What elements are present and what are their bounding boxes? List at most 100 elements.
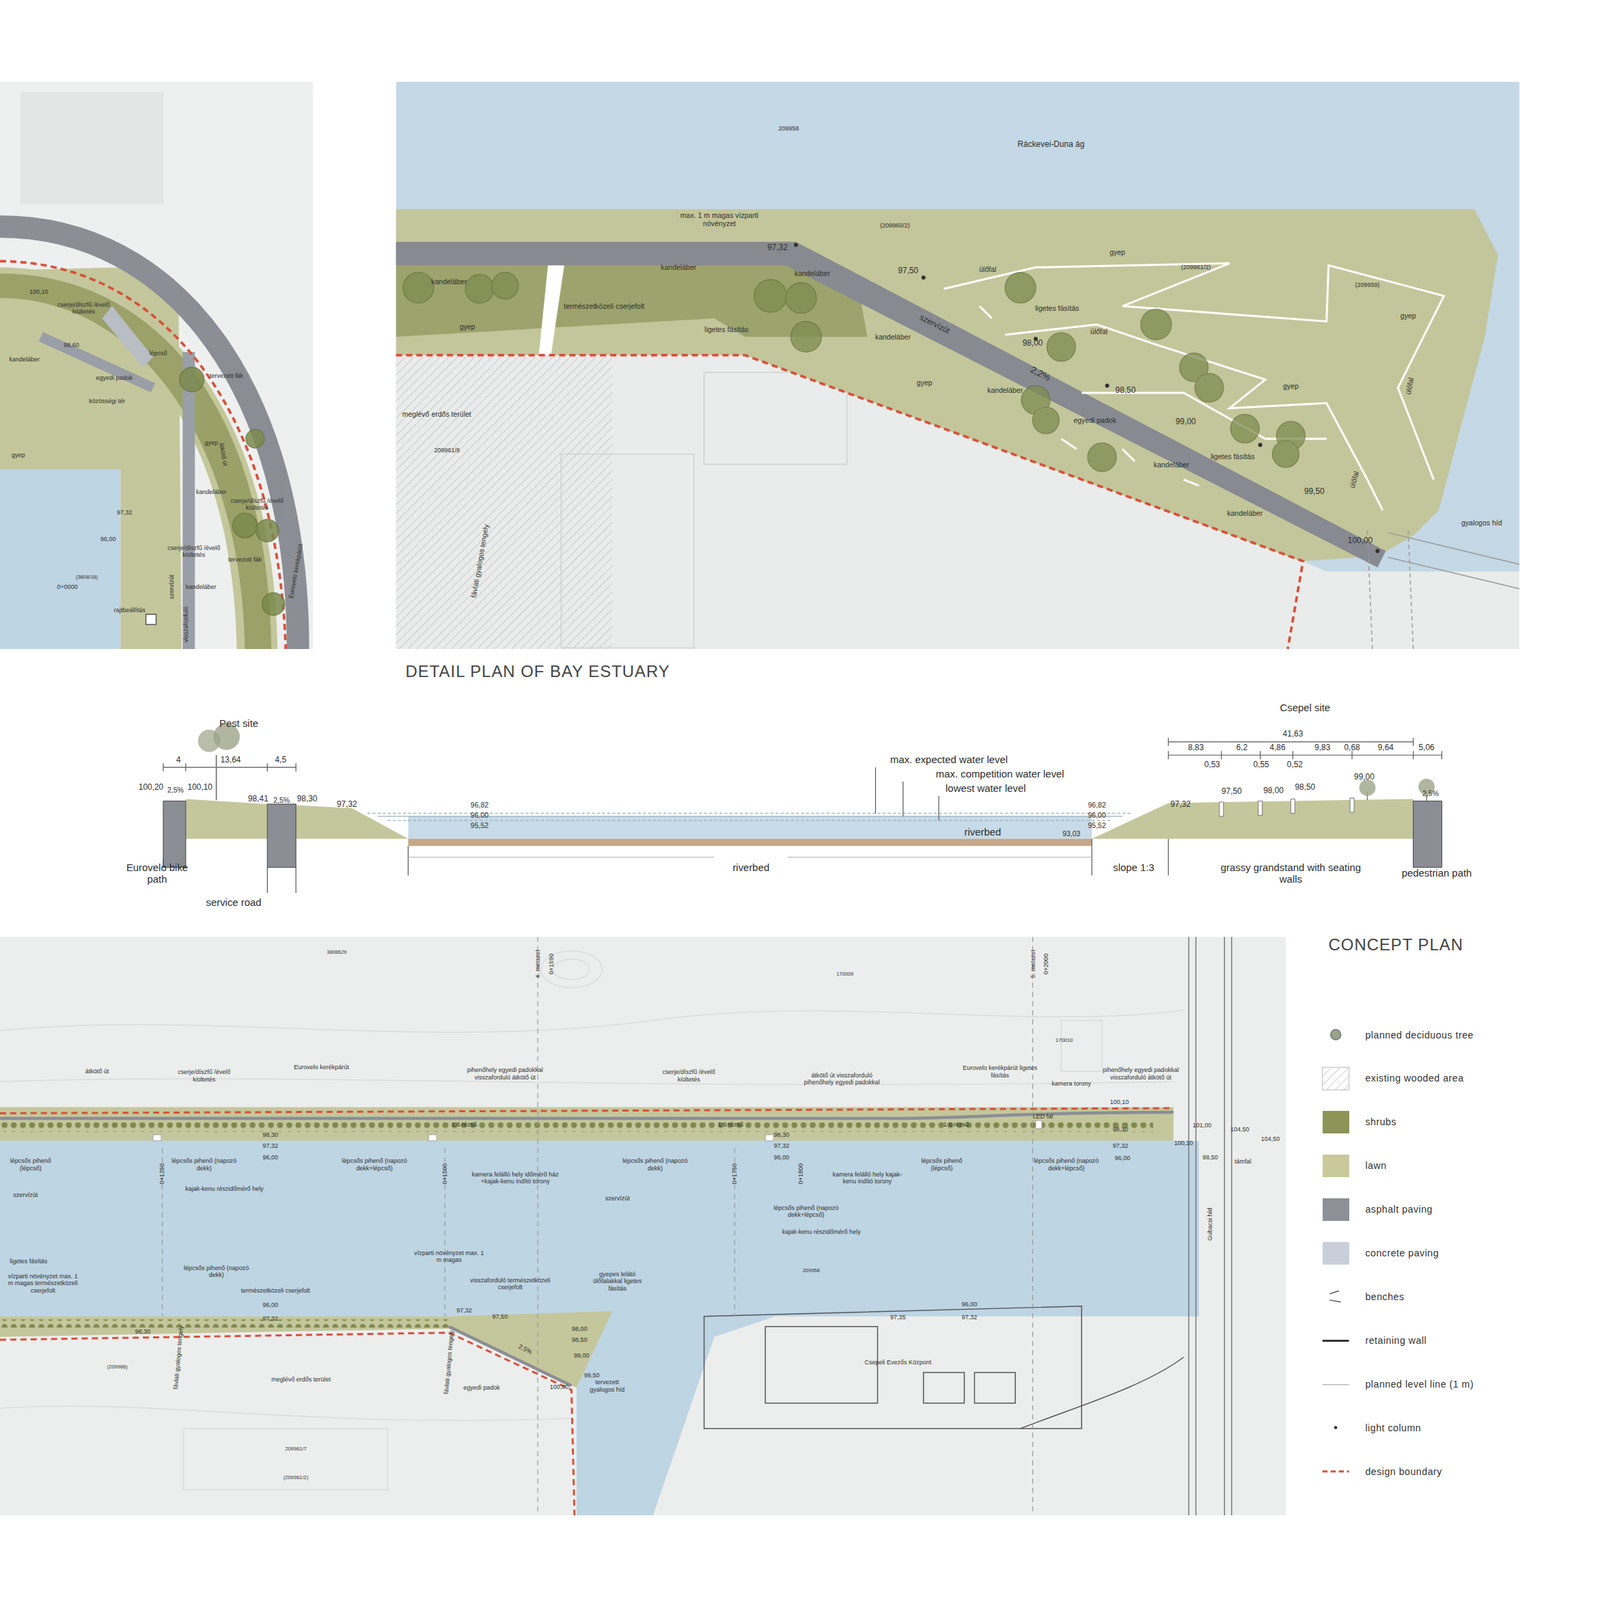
plan-label: ülőfal	[1090, 327, 1108, 336]
plan-label: egyedi padok	[96, 373, 134, 381]
plan-label: 4,86	[1269, 743, 1286, 753]
plan-label: 97,32	[336, 800, 358, 811]
legend-text: light column	[1364, 1422, 1422, 1434]
plan-label: (209966)	[107, 1364, 128, 1371]
plan-label: 96,00	[263, 1153, 279, 1161]
plan-label: kandeláber	[987, 385, 1023, 395]
plan-label: 2,5%	[517, 1342, 534, 1356]
plan-label: 41,63	[1283, 730, 1304, 740]
plan-label: 99,50	[1304, 487, 1325, 497]
plan-label: 97,32	[1112, 1142, 1129, 1150]
legend-text: benches	[1364, 1291, 1404, 1303]
legend-text: existing wooded area	[1364, 1072, 1464, 1084]
plan-label: 98,41	[247, 794, 269, 805]
legend-text: planned level line (1 m)	[1364, 1378, 1474, 1390]
plan-label: 98,50	[1115, 385, 1137, 396]
plan-label: 100,00	[549, 1383, 570, 1391]
plan-label: 97,32	[767, 243, 788, 253]
plan-label: 98,00	[1263, 786, 1284, 796]
plan-label: ülőfal	[1347, 470, 1361, 489]
plan-label: gyep	[11, 451, 26, 459]
plan-label: 97,32	[116, 508, 133, 516]
plan-label: tervezett fák	[228, 555, 262, 563]
plan-label: ligetes fásítás	[1210, 452, 1255, 461]
plan-label: kandeláber	[794, 269, 831, 278]
plan-label: 170010	[1055, 1037, 1073, 1044]
plan-label: 96,00	[961, 1300, 978, 1308]
plan-label: 104,50	[1230, 1125, 1250, 1133]
plan-label: 9,64	[1377, 743, 1394, 753]
plan-label: (209959)	[1354, 281, 1380, 289]
plan-label: 170009	[836, 971, 854, 978]
plan-label: 97,32	[263, 1315, 279, 1322]
plan-label: ligetes fásítás	[9, 1257, 48, 1265]
plan-label: lépcsős pihenő (napozó dekk+lépcső)	[760, 1204, 852, 1219]
plan-label: gyep	[1400, 310, 1417, 320]
section-label: max. expected water level	[890, 754, 1008, 766]
plan-label: 9,83	[1314, 743, 1331, 753]
plan-label: 97,32	[263, 1142, 279, 1150]
plan-label: lépcsős pihenő (napozó dekk+lépcső)	[1025, 1157, 1107, 1172]
plan-label: kandeláber	[9, 355, 41, 363]
plan-label: max. 1 m magas vízparti növényzet	[663, 211, 776, 228]
plan-label: 0+1800	[797, 1163, 805, 1184]
plan-label: 1:6 rézsű	[943, 1121, 969, 1128]
plan-label: 100,00	[1347, 536, 1373, 546]
plan-label: szervízút	[168, 574, 175, 600]
plan-label: Eurovelo kerékpárút	[293, 1063, 350, 1071]
plan-label: természetközeli cserjefolt	[241, 1287, 311, 1294]
plan-label: 96,82	[470, 800, 489, 809]
plan-label: 1:6 rézsű	[718, 1121, 744, 1128]
plan-label: kamera felálló hely kajak-kenu indító to…	[829, 1170, 906, 1185]
plan-label: pihenőhely egyedi padokkal visszaforduló…	[1099, 1066, 1182, 1081]
legend-text: shrubs	[1364, 1116, 1397, 1128]
legend-text: retaining wall	[1364, 1334, 1427, 1346]
plan-label: 96,00	[774, 1153, 790, 1161]
plan-label: 2,5%	[273, 795, 290, 805]
section-label: max. competition water level	[935, 768, 1065, 781]
plan-label: 99,00	[1354, 772, 1375, 783]
section-label: Eurovelo bike path	[121, 861, 194, 885]
plan-label: 97,50	[897, 266, 919, 277]
legend-text: planned deciduous tree	[1364, 1029, 1474, 1041]
plan-label: fávlati gyalogos tengely	[442, 1330, 455, 1395]
plan-label: 96,00	[100, 534, 117, 542]
plan-label: cserje/díszfű /évelő kiültetés	[166, 543, 223, 559]
plan-label: 2,5%	[167, 785, 184, 794]
plan-label: Ráckevei-Duna ág	[1017, 140, 1085, 150]
plan-label: cserje/díszfű /évelő kiültetés	[228, 497, 285, 512]
plan-label: 98,30	[263, 1131, 279, 1139]
legend-swatch	[1322, 1110, 1350, 1134]
plan-label: gyalogos híd	[1461, 518, 1503, 527]
plan-label: 3808629	[326, 948, 347, 956]
plan-label: 209958	[802, 1267, 820, 1274]
plan-label: lépcsős pihenő (napozó dekk)	[619, 1157, 692, 1172]
plan-label: fávlati gyalogos tengely	[469, 523, 491, 600]
plan-label: ülőfal	[1403, 376, 1415, 395]
plan-label: 95,52	[470, 821, 489, 830]
section-label: pedestrian path	[1401, 867, 1473, 880]
plan-label: 0,53	[1204, 760, 1221, 770]
plan-label: meglévő erdős terület	[402, 409, 472, 419]
plan-label: kamera torony	[1052, 1080, 1092, 1087]
plan-label: 100,10	[1174, 1139, 1194, 1147]
plan-label: 0+1590	[547, 953, 555, 975]
plan-label: 95,52	[1088, 821, 1107, 830]
plan-label: 4. metszet	[534, 950, 542, 979]
plan-label: Eurovelo kerékpárút ligetes fásítás	[961, 1064, 1039, 1079]
plan-label: lépcsős pihenő (napozó dekk)	[180, 1264, 253, 1279]
plan-label: szervízút	[605, 1194, 630, 1202]
plan-label: kajak-kenu részidőmérő hely	[185, 1185, 264, 1193]
plan-label: 100,10	[1110, 1098, 1130, 1106]
plan-label: 99,00	[1175, 418, 1197, 428]
plan-label: egyedi padok	[1073, 416, 1116, 425]
plan-label: 97,32	[774, 1142, 790, 1150]
plan-label: (209961/2)	[1181, 263, 1212, 271]
plan-label: 97,35	[890, 1313, 906, 1321]
plan-label: 98,50	[1294, 782, 1316, 793]
plan-label: 104,50	[1261, 1135, 1281, 1143]
plan-label: gyep	[204, 439, 218, 447]
plan-label: egyedi padok	[463, 1384, 501, 1391]
plan-label: kandeláber	[1226, 508, 1263, 518]
detail-plan	[396, 81, 1520, 649]
